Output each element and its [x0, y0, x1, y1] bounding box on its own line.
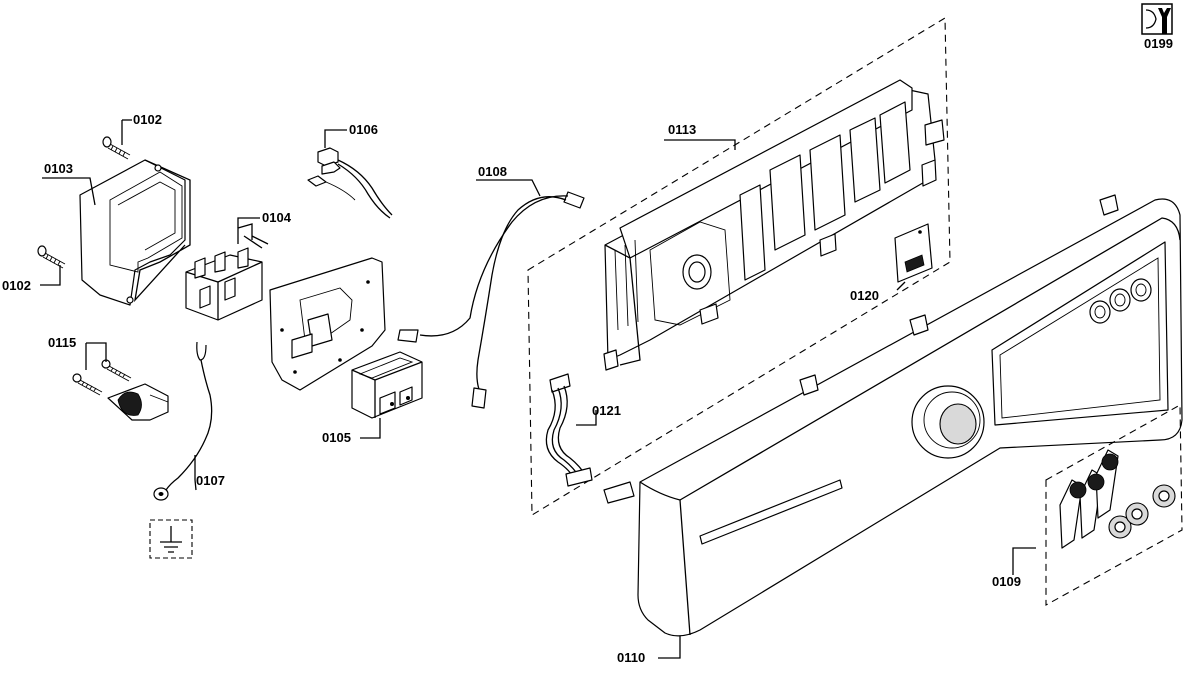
dashed-group-0109 — [1045, 404, 1183, 606]
label-0199: 0199 — [1144, 36, 1173, 51]
buttons-group-0109 — [1059, 449, 1176, 549]
label-0107: 0107 — [196, 473, 225, 488]
leader-0105 — [360, 418, 381, 439]
ribbon-cable-0121 — [545, 373, 593, 487]
leader-0121 — [576, 410, 597, 426]
leader-0113 — [664, 139, 736, 150]
label-0103: 0103 — [44, 161, 73, 176]
label-0102-top: 0102 — [133, 112, 162, 127]
leader-0110 — [658, 636, 681, 659]
front-panel-0110 — [603, 194, 1183, 637]
label-0102-bottom: 0102 — [2, 278, 31, 293]
ground-symbol-icon — [149, 519, 193, 559]
label-0113: 0113 — [668, 122, 696, 137]
label-0109: 0109 — [992, 574, 1021, 589]
label-0121: 0121 — [592, 403, 621, 418]
wire-harness-0108 — [397, 191, 585, 409]
control-module — [603, 79, 945, 371]
label-0104: 0104 — [262, 210, 292, 225]
leader-0103 — [42, 177, 96, 206]
mounting-plate — [269, 257, 386, 391]
screw-0102-bottom — [37, 245, 66, 269]
screw-0102-top — [102, 136, 131, 160]
dashed-group-0113 — [527, 17, 951, 516]
leader-0108 — [476, 179, 541, 197]
cover-box-0103 — [79, 159, 191, 306]
leader-0109 — [1012, 547, 1036, 560]
leader-0104 — [237, 217, 260, 228]
label-0110: 0110 — [617, 650, 645, 665]
wrench-service-icon — [1141, 3, 1173, 35]
relay-block-0104 — [185, 223, 269, 321]
leader-0106 — [324, 129, 347, 148]
sensor-wire-0106 — [307, 147, 393, 219]
relay-box-0105 — [351, 351, 423, 419]
label-0108: 0108 — [478, 164, 507, 179]
bracket-0115 — [72, 359, 169, 421]
label-0115: 0115 — [48, 335, 76, 350]
label-0120: 0120 — [850, 288, 879, 303]
leader-0115 — [86, 342, 107, 362]
small-board-0120 — [894, 223, 933, 283]
label-0106: 0106 — [349, 122, 378, 137]
leader-0102-bottom — [40, 265, 61, 286]
ground-wire-0107 — [153, 341, 213, 501]
leader-0120 — [896, 281, 906, 291]
label-0105: 0105 — [322, 430, 351, 445]
